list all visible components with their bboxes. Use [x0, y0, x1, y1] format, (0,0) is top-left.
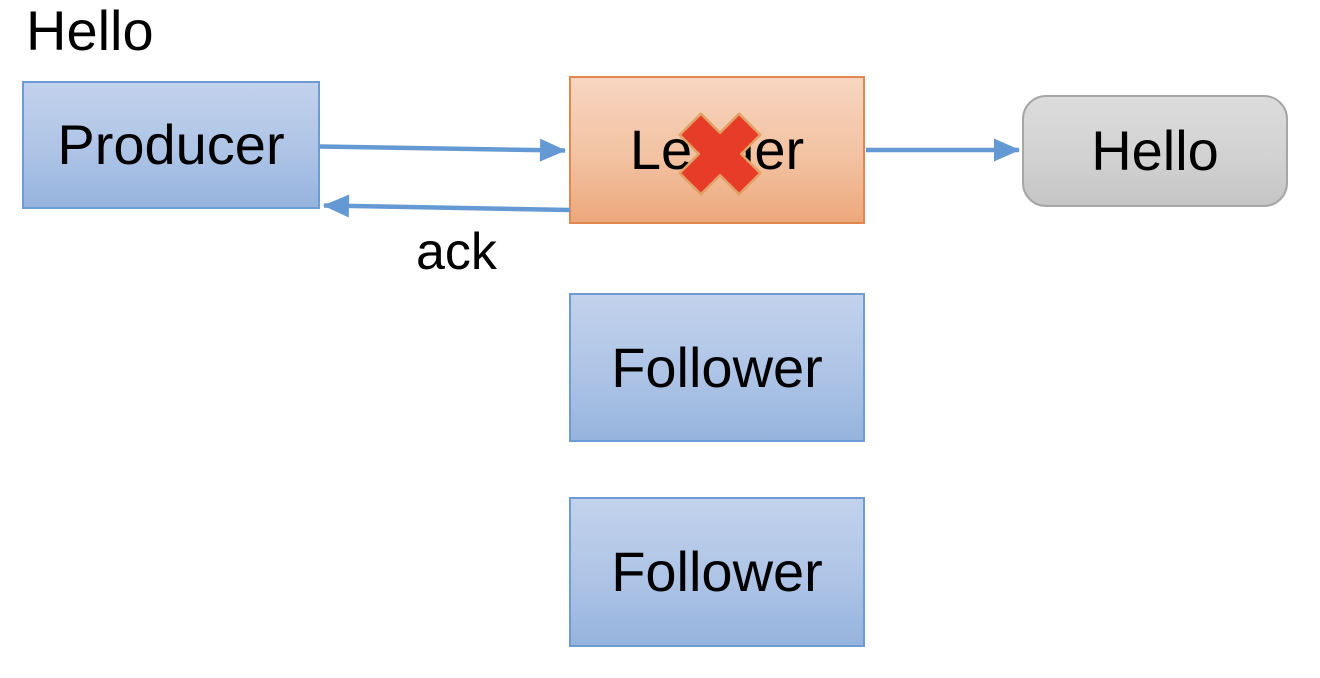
ack-edge-label: ack — [416, 223, 497, 281]
node-follower-bottom: Follower — [569, 497, 865, 647]
node-leader: Leader — [569, 76, 865, 224]
node-result-message: Hello — [1022, 95, 1288, 207]
node-follower-top: Follower — [569, 293, 865, 442]
message-note-label: Hello — [26, 0, 154, 62]
node-result-message-label: Hello — [1091, 119, 1219, 182]
arrow-producer-to-leader — [319, 138, 566, 162]
node-producer: Producer — [22, 81, 320, 209]
node-follower-top-label: Follower — [611, 335, 823, 399]
node-follower-bottom-label: Follower — [611, 540, 823, 603]
node-producer-label: Producer — [57, 113, 285, 176]
arrow-leader-to-producer-ack — [323, 194, 571, 218]
node-leader-label: Leader — [629, 118, 805, 181]
